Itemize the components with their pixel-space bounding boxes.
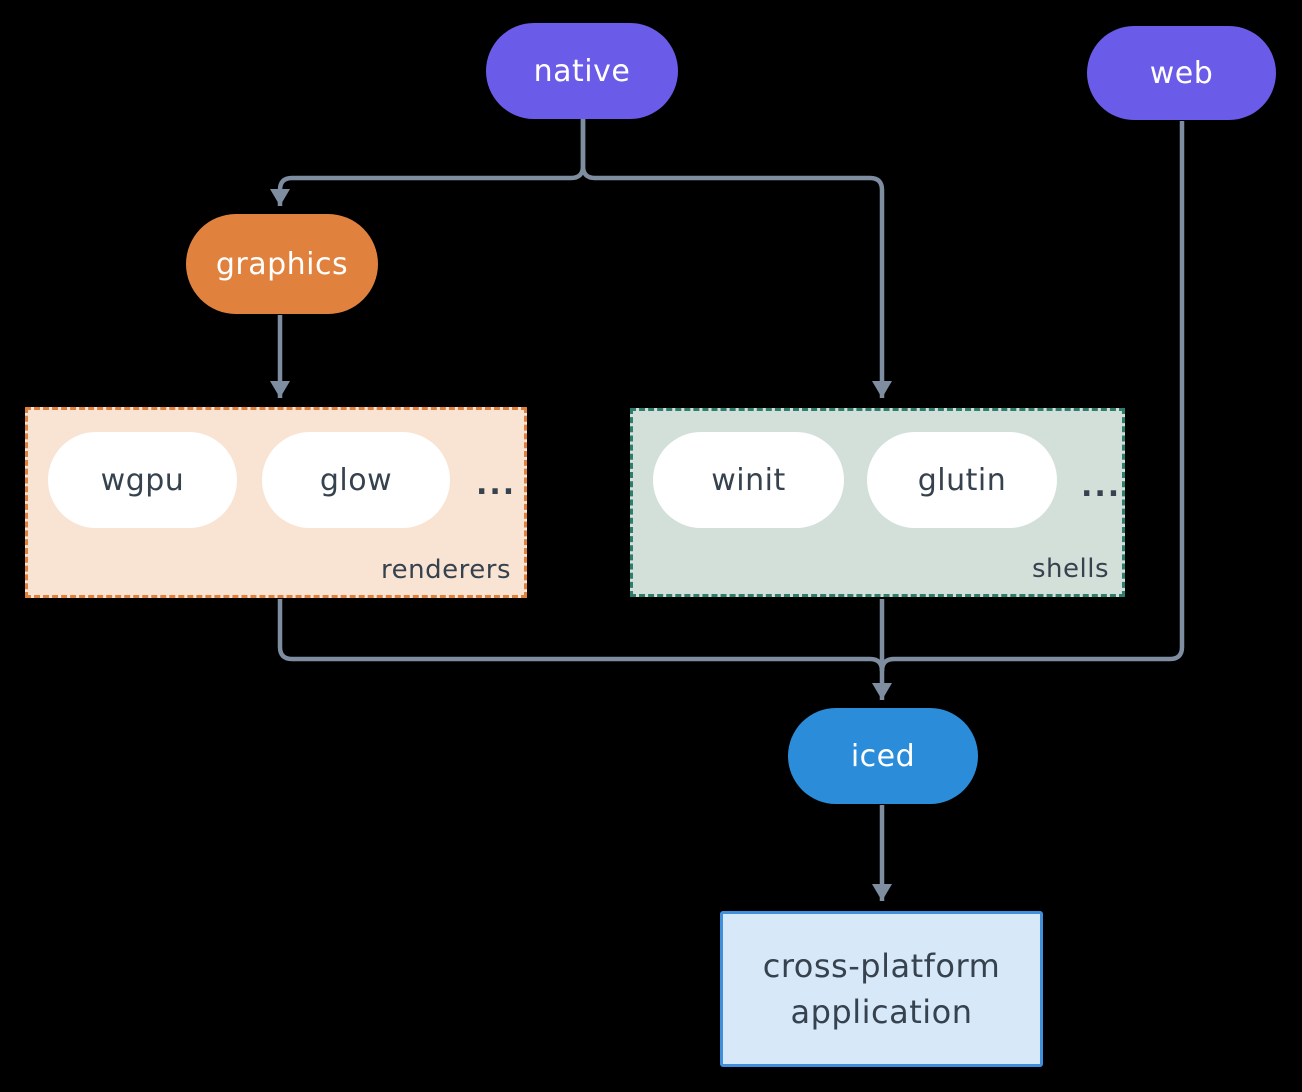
node-wgpu-label: wgpu (100, 462, 185, 498)
node-glutin: glutin (867, 432, 1057, 528)
connector-renderers-to-iced (277, 599, 885, 672)
group-renderers-label: renderers (381, 555, 511, 585)
app-label-line1: cross-platform (762, 947, 1001, 985)
node-iced-label: iced (850, 738, 916, 774)
connector-native-to-shells (580, 119, 892, 398)
connector-native-to-graphics (270, 119, 586, 206)
node-winit: winit (653, 432, 844, 528)
node-native-label: native (533, 53, 631, 89)
node-glutin-label: glutin (917, 462, 1007, 498)
node-cross-platform-application: cross-platform application (720, 911, 1043, 1067)
node-web-label: web (1149, 55, 1214, 91)
node-web: web (1087, 26, 1276, 120)
node-glow-label: glow (319, 462, 393, 498)
group-renderers: wgpu glow ... renderers (25, 407, 527, 598)
app-label-line2: application (790, 993, 973, 1031)
node-native: native (486, 23, 678, 119)
node-wgpu: wgpu (48, 432, 237, 528)
node-graphics-label: graphics (215, 246, 349, 282)
node-winit-label: winit (711, 462, 786, 498)
shells-ellipsis: ... (1081, 469, 1122, 504)
group-shells-label: shells (1031, 554, 1109, 584)
node-glow: glow (262, 432, 450, 528)
node-iced: iced (788, 708, 978, 804)
group-shells: winit glutin ... shells (630, 408, 1125, 597)
renderers-ellipsis: ... (476, 467, 517, 502)
node-graphics: graphics (186, 214, 378, 314)
